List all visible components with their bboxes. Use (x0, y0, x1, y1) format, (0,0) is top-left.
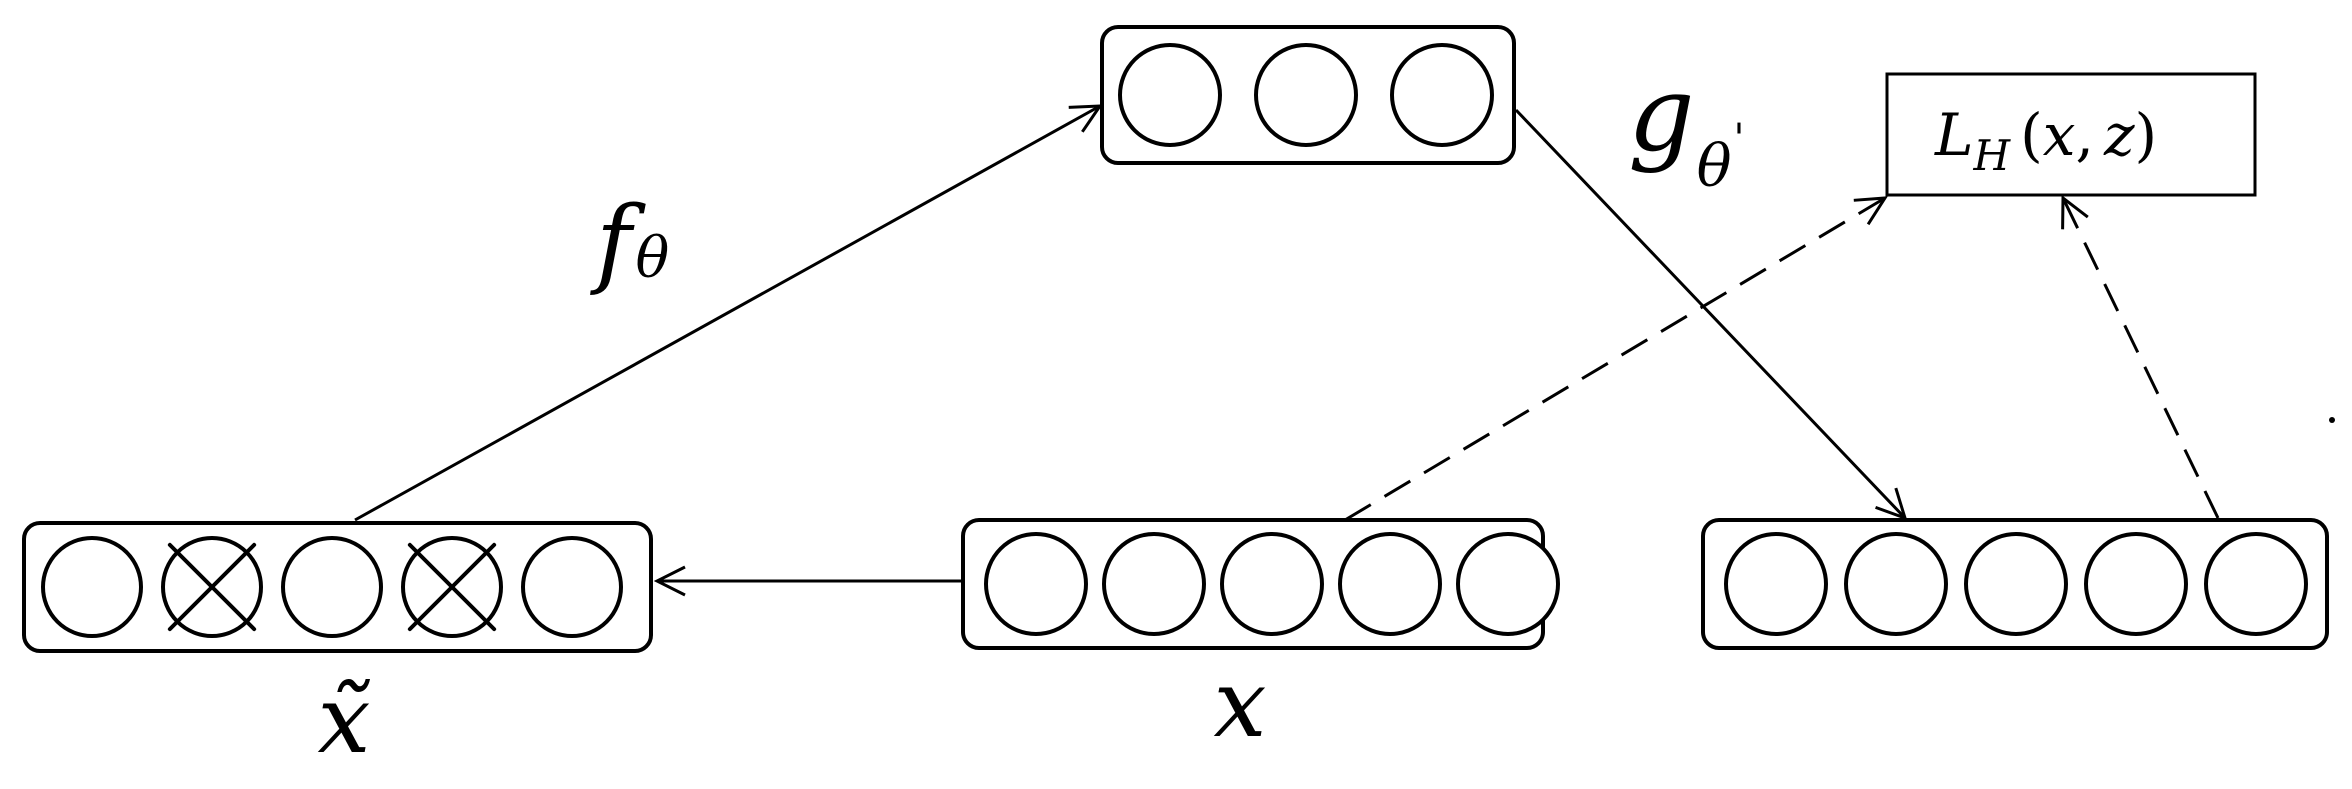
decoder-arrow (1514, 108, 1905, 518)
corrupted-input-layer (22, 521, 653, 653)
loss-comma: , (2076, 101, 2094, 169)
input-to-loss-dashed-arrow (1344, 198, 1885, 522)
loss-box: LH(x,z) (1885, 72, 2257, 197)
encoder-arrow (354, 106, 1100, 522)
input-label: x (1213, 650, 1266, 759)
loss-subscript: H (1973, 131, 2012, 180)
unit (1390, 43, 1494, 147)
decoder-label: gθ' (1628, 53, 1745, 200)
unit (984, 532, 1088, 636)
unit (1220, 532, 1324, 636)
unit (1338, 532, 1442, 636)
loss-argument-z: z (2103, 101, 2135, 169)
decoder-prime: ' (1734, 116, 1745, 162)
loss-open-paren: ( (2020, 101, 2043, 169)
hidden-layer (1100, 25, 1516, 165)
decoder-param: θ (1697, 132, 1732, 200)
reconstruction-layer (1701, 518, 2329, 650)
svg-text:LH(x,z): LH(x,z) (1934, 101, 2157, 180)
unit (1844, 532, 1948, 636)
unit (1118, 43, 1222, 147)
unit (1254, 43, 1358, 147)
unit (1456, 532, 1560, 636)
input-layer (961, 518, 1560, 650)
unit (2084, 532, 2188, 636)
unit (41, 536, 143, 638)
unit (281, 536, 383, 638)
unit (1102, 532, 1206, 636)
unit (1964, 532, 2068, 636)
corrupted-input-label: x̃ (317, 666, 370, 775)
loss-function-symbol: L (1934, 101, 1974, 169)
loss-argument-x: x (2043, 101, 2076, 169)
loss-frame (1885, 72, 2257, 197)
unit (1724, 532, 1828, 636)
unit (521, 536, 623, 638)
decoder-symbol: g (1628, 53, 1695, 175)
encoder-param: θ (636, 226, 670, 291)
encoder-label: fθ (590, 186, 669, 298)
unit (2204, 532, 2308, 636)
loss-close-paren: ) (2135, 101, 2158, 169)
reconstruction-to-loss-dashed-arrow (2063, 198, 2220, 519)
drop-cross (407, 542, 497, 632)
stray-dot (2329, 417, 2335, 423)
drop-cross (167, 542, 257, 632)
